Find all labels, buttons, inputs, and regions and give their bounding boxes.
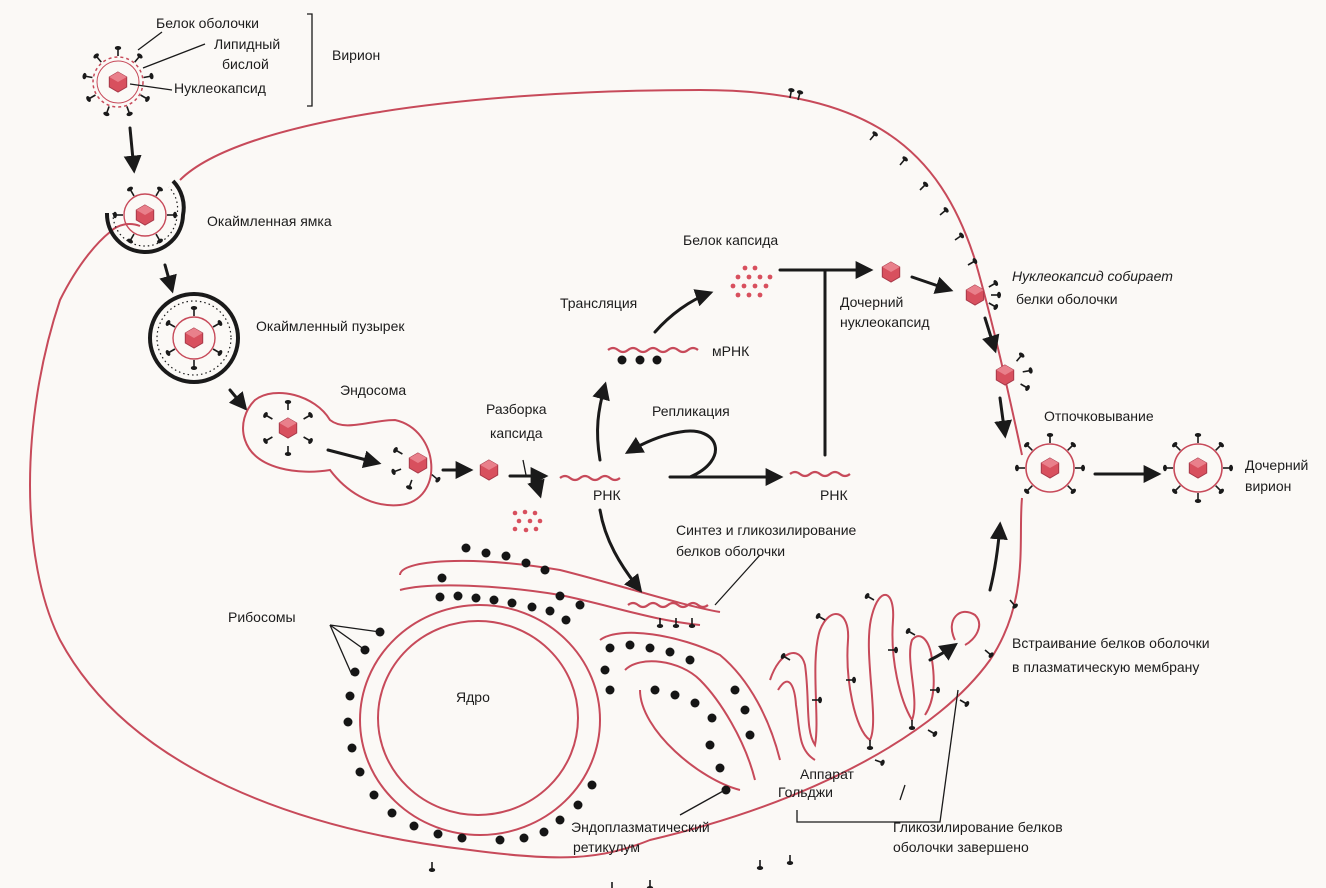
capsid-protein-dots bbox=[730, 265, 773, 298]
label-daughter-nc-1: Дочерний bbox=[840, 294, 903, 310]
budding-virion bbox=[1014, 432, 1086, 496]
rna-strand-1 bbox=[559, 474, 621, 482]
daughter-virion bbox=[1162, 432, 1234, 504]
label-golgi-1: Аппарат bbox=[800, 766, 855, 782]
label-er-2: ретикулум bbox=[573, 839, 640, 855]
replication-loop bbox=[624, 429, 717, 479]
label-er-1: Эндоплазматический bbox=[571, 819, 710, 835]
label-mrna: мРНК bbox=[712, 343, 750, 359]
label-golgi-2: Гольджи bbox=[778, 784, 833, 800]
label-lipid-bilayer-1: Липидный bbox=[214, 36, 280, 52]
label-glyco-done-1: Гликозилирование белков bbox=[893, 819, 1063, 835]
label-glyco-done-2: оболочки завершено bbox=[893, 839, 1029, 855]
virion-particle bbox=[81, 45, 155, 118]
label-synthesis-1: Синтез и гликозилирование bbox=[676, 522, 857, 538]
label-envelope-protein: Белок оболочки bbox=[156, 15, 259, 31]
nucleus bbox=[359, 604, 601, 836]
label-nc-collects-2: белки оболочки bbox=[1016, 291, 1118, 307]
coated-vesicle bbox=[148, 292, 240, 384]
label-rna-1: РНК bbox=[593, 487, 621, 503]
label-daughter-virion-1: Дочерний bbox=[1245, 457, 1308, 473]
label-replication: Репликация bbox=[652, 403, 730, 419]
label-nucleus: Ядро bbox=[456, 689, 490, 705]
label-capsid-protein: Белок капсида bbox=[683, 232, 778, 248]
label-budding: Отпочковывание bbox=[1044, 408, 1154, 424]
label-ribosomes: Рибосомы bbox=[228, 609, 296, 625]
label-nucleocapsid: Нуклеокапсид bbox=[174, 80, 266, 96]
label-insertion-1: Встраивание белков оболочки bbox=[1012, 635, 1210, 651]
coated-pit bbox=[104, 179, 186, 254]
label-coated-pit: Окаймленная ямка bbox=[207, 213, 332, 229]
endosome bbox=[242, 391, 433, 507]
label-daughter-virion-2: вирион bbox=[1245, 478, 1291, 494]
label-uncoating-1: Разборка bbox=[486, 401, 547, 417]
label-rna-2: РНК bbox=[820, 487, 848, 503]
plasma-membrane bbox=[179, 88, 1023, 456]
label-virion: Вирион bbox=[332, 47, 380, 63]
label-lipid-bilayer-2: бислой bbox=[222, 56, 269, 72]
mrna-ribosomes bbox=[617, 355, 662, 365]
label-daughter-nc-2: нуклеокапсид bbox=[840, 314, 930, 330]
rna-strand-2 bbox=[789, 470, 851, 478]
label-uncoating-2: капсида bbox=[490, 425, 543, 441]
er-ribosomes bbox=[343, 543, 755, 845]
endoplasmic-reticulum bbox=[399, 559, 781, 791]
label-insertion-2: в плазматическую мембрану bbox=[1012, 659, 1199, 675]
label-nc-collects-1: Нуклеокапсид собирает bbox=[1012, 268, 1173, 284]
golgi-apparatus bbox=[769, 591, 941, 761]
label-endosome: Эндосома bbox=[340, 382, 406, 398]
label-coated-vesicle: Окаймленный пузырек bbox=[256, 318, 405, 334]
label-translation: Трансляция bbox=[560, 295, 637, 311]
capsid-fragments bbox=[512, 509, 543, 533]
mrna-strand bbox=[607, 346, 699, 354]
label-synthesis-2: белков оболочки bbox=[676, 543, 785, 559]
